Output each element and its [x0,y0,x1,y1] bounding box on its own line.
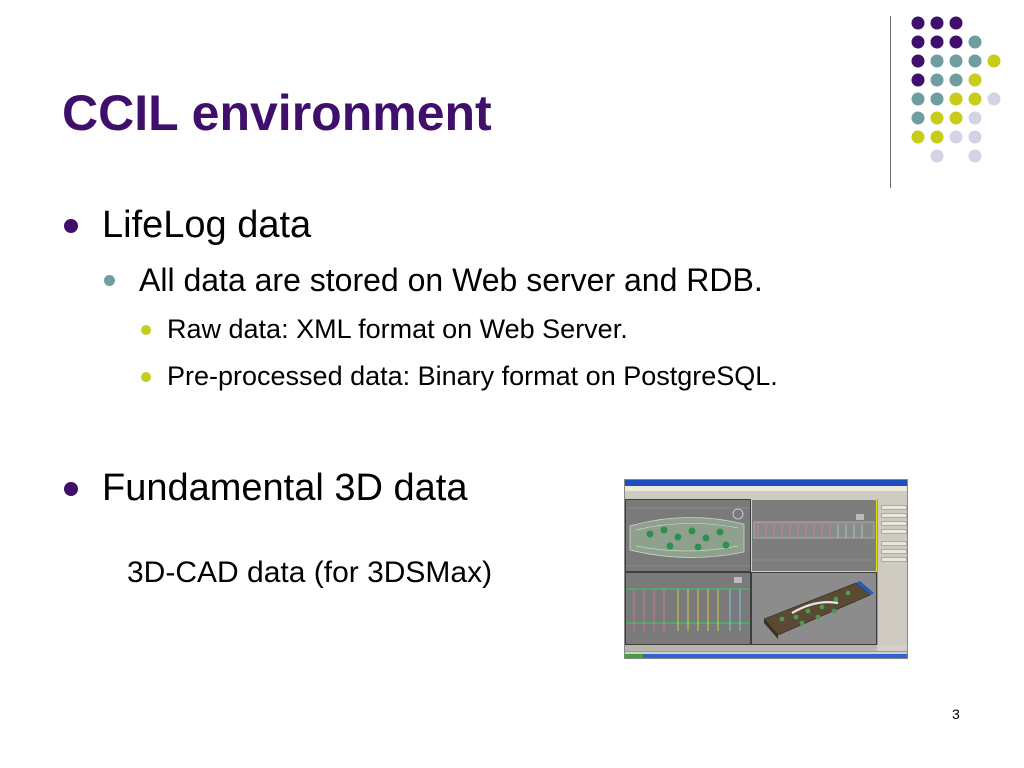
window-titlebar [625,480,907,486]
viewport-perspective-drawing [752,573,876,644]
bullet-dot-icon [141,324,151,335]
dot-row-6 [911,111,982,125]
bullet-text: Pre-processed data: Binary format on Pos… [167,361,778,391]
bullet-text: Raw data: XML format on Web Server. [167,314,628,344]
viewport-front-drawing [752,500,876,571]
viewport-left-drawing [626,573,750,644]
bullet-data-storage: All data are stored on Web server and RD… [104,262,763,299]
command-panel-row [881,557,907,562]
command-panel-row [881,513,907,518]
bullet-dot-icon [64,481,78,496]
viewport-top-drawing [626,500,750,571]
dot-row-7 [911,130,982,144]
dot-row-3 [911,54,1001,68]
bullet-raw-data: Raw data: XML format on Web Server. [141,314,628,345]
page-number: 3 [952,706,960,722]
dot-row-8 [930,149,982,163]
start-button-icon [625,654,643,658]
bullet-dot-icon [104,275,115,286]
3dsmax-screenshot [624,479,908,659]
bullet-text: Fundamental 3D data [102,467,468,509]
command-panel-row [881,505,907,510]
viewport-top [625,499,751,572]
dot-row-1 [911,16,963,30]
dot-row-2 [911,35,982,49]
dot-row-5 [911,92,1001,106]
bullet-fundamental-3d-data: Fundamental 3D data [64,467,467,510]
viewport-perspective [751,572,877,645]
command-panel-row [881,529,907,534]
bullet-dot-icon [64,218,78,233]
slide-title: CCIL environment [62,85,492,141]
bullet-text: All data are stored on Web server and RD… [139,262,763,298]
bullet-dot-icon [141,371,151,382]
dot-row-4 [911,73,982,87]
viewport-front [751,499,877,572]
bullet-preprocessed-data: Pre-processed data: Binary format on Pos… [141,361,778,392]
command-panel [877,499,907,645]
cad-data-note: 3D-CAD data (for 3DSMax) [127,556,493,589]
windows-taskbar [625,654,907,658]
command-panel-row [881,521,907,526]
animation-timeline [625,645,877,651]
viewport-left [625,572,751,645]
title-divider-line [890,16,891,188]
command-panel-row [881,549,907,554]
window-menubar [625,486,907,491]
command-panel-row [881,541,907,546]
bullet-text: LifeLog data [102,204,312,246]
bullet-lifelog-data: LifeLog data [64,204,311,247]
